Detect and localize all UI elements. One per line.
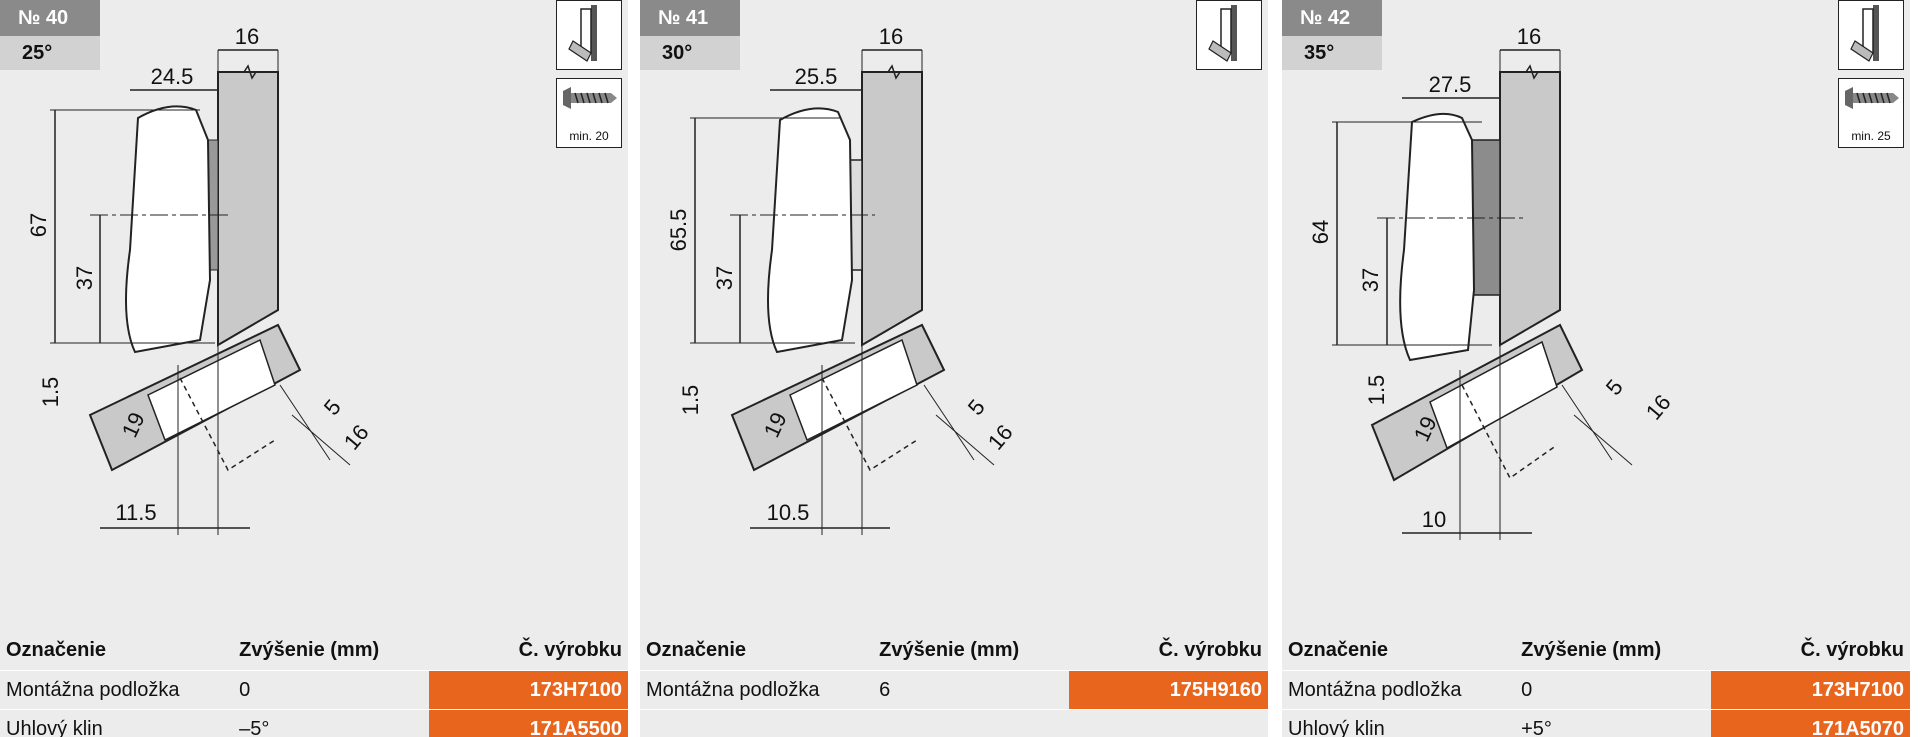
dim-edge-b: 16 [1641, 390, 1676, 425]
dim-thickness: 16 [235, 24, 259, 49]
dim-cup-offset: 24.5 [151, 64, 194, 89]
dim-height-total: 67 [26, 213, 51, 237]
hinge-angle: 35° [1282, 36, 1382, 70]
mounting-icon [1196, 0, 1262, 70]
screw-box: min. 20 [556, 78, 622, 148]
hinge-angle: 30° [640, 36, 740, 70]
dim-cup-offset: 25.5 [795, 64, 838, 89]
mounting-icon [1838, 0, 1904, 70]
header-code: Č. výrobku [518, 638, 622, 661]
hinge-number: № 40 [0, 0, 100, 36]
hinge-mount-icon [568, 5, 597, 62]
table-row: Montážna podložka 0 173H7100 [1282, 670, 1910, 710]
dim-gap: 1.5 [1364, 375, 1389, 406]
row-raise: 0 [1515, 670, 1711, 710]
screw-box: min. 25 [1838, 78, 1904, 148]
screw-icon [563, 87, 617, 109]
hinge-drawing: 16 27.5 64 37 1.5 19 5 16 10 [1308, 24, 1676, 540]
header-designation: Označenie [646, 638, 747, 661]
row-raise: 6 [873, 670, 1069, 710]
product-code[interactable]: 171A5500 [428, 709, 628, 737]
row-name: Montážna podložka [640, 670, 874, 710]
parts-table: Označenie Zvýšenie (mm) Č. výrobku Montá… [1282, 630, 1910, 737]
panel-40: № 40 25° min. 20 [0, 0, 628, 737]
product-code[interactable]: 173H7100 [428, 670, 628, 710]
hinge-drawing: 16 24.5 67 37 1.5 19 5 16 11.5 [26, 24, 374, 535]
hinge-mount-icon [1850, 5, 1879, 62]
dim-offset: 11.5 [115, 500, 156, 525]
dim-height-total: 65.5 [666, 209, 691, 252]
mounting-icon [556, 0, 622, 70]
table-header: Označenie Zvýšenie (mm) Č. výrobku [1282, 630, 1910, 671]
dim-edge-b: 16 [983, 420, 1018, 455]
hinge-number: № 42 [1282, 0, 1382, 36]
table-row: Uhlový klin –5° 171A5500 [0, 709, 628, 737]
row-raise: +5° [1515, 709, 1711, 737]
product-code[interactable]: 171A5070 [1710, 709, 1910, 737]
dim-offset: 10.5 [767, 500, 810, 525]
dim-offset: 10 [1422, 507, 1446, 532]
row-raise [873, 709, 1069, 737]
dim-edge-b: 16 [339, 420, 374, 455]
row-name: Montážna podložka [0, 670, 234, 710]
product-code[interactable]: 173H7100 [1710, 670, 1910, 710]
row-name: Uhlový klin [1282, 709, 1516, 737]
table-row: Montážna podložka 0 173H7100 [0, 670, 628, 710]
header-designation: Označenie [6, 638, 107, 661]
screw-length: min. 25 [1851, 129, 1891, 143]
dim-height-total: 64 [1308, 220, 1333, 244]
dim-thickness: 16 [1517, 24, 1541, 49]
header-raise: Zvýšenie (mm) [239, 638, 380, 661]
row-raise: 0 [233, 670, 429, 710]
row-name [640, 709, 874, 737]
screw-length: min. 20 [569, 129, 609, 143]
panel-41: № 41 30° 16 25.5 65.5 37 1.5 19 [640, 0, 1268, 737]
dim-thickness: 16 [879, 24, 903, 49]
dim-height-center: 37 [1358, 268, 1383, 292]
row-name: Montážna podložka [1282, 670, 1516, 710]
table-header: Označenie Zvýšenie (mm) Č. výrobku [0, 630, 628, 671]
table-row: Uhlový klin +5° 171A5070 [1282, 709, 1910, 737]
dim-gap: 1.5 [38, 377, 63, 408]
row-raise: –5° [233, 709, 429, 737]
header-raise: Zvýšenie (mm) [879, 638, 1020, 661]
screw-icon [1845, 87, 1899, 109]
dim-edge-a: 5 [319, 394, 346, 419]
table-row: Montážna podložka 6 175H9160 [640, 670, 1268, 710]
dim-height-center: 37 [72, 266, 97, 290]
panel-42: № 42 35° min. 25 [1282, 0, 1910, 737]
hinge-mount-icon [1208, 5, 1237, 62]
table-row [640, 709, 1268, 737]
header-raise: Zvýšenie (mm) [1521, 638, 1662, 661]
parts-table: Označenie Zvýšenie (mm) Č. výrobku Montá… [0, 630, 628, 737]
dim-cup-offset: 27.5 [1429, 72, 1472, 97]
hinge-drawing: 16 25.5 65.5 37 1.5 19 5 16 10.5 [666, 24, 1018, 535]
header-code: Č. výrobku [1158, 638, 1262, 661]
header-code: Č. výrobku [1800, 638, 1904, 661]
header-designation: Označenie [1288, 638, 1389, 661]
dim-height-center: 37 [712, 266, 737, 290]
hinge-number: № 41 [640, 0, 740, 36]
parts-table: Označenie Zvýšenie (mm) Č. výrobku Montá… [640, 630, 1268, 737]
product-code [1068, 709, 1268, 737]
product-code[interactable]: 175H9160 [1068, 670, 1268, 710]
dim-gap: 1.5 [678, 385, 703, 416]
row-name: Uhlový klin [0, 709, 234, 737]
dim-edge-a: 5 [1601, 374, 1628, 399]
table-header: Označenie Zvýšenie (mm) Č. výrobku [640, 630, 1268, 671]
hinge-angle: 25° [0, 36, 100, 70]
dim-edge-a: 5 [963, 394, 990, 419]
